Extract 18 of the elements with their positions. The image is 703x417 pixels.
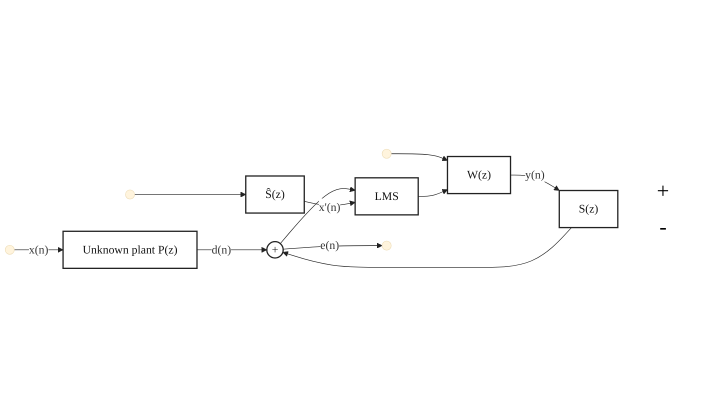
- sign-label: -: [659, 214, 667, 240]
- node-box: LMS: [354, 176, 419, 216]
- edge-label: x(n): [28, 242, 48, 256]
- sign-label: +: [656, 178, 670, 204]
- arrow: [280, 186, 356, 244]
- node-box: S(z): [558, 190, 618, 228]
- arrow: [390, 153, 448, 161]
- edge-label: e(n): [320, 238, 340, 252]
- arrow: [418, 188, 448, 196]
- arrow: [304, 200, 356, 206]
- edge-label: d(n): [212, 242, 232, 256]
- edge-label: x'(n): [318, 200, 340, 214]
- edge-label: y(n): [525, 168, 545, 181]
- node-box: Unknown plant P(z): [62, 230, 198, 269]
- node-circle: +: [266, 240, 284, 258]
- node-box: W(z): [446, 156, 512, 194]
- node-box: Ŝ(z): [245, 175, 305, 214]
- arrow: [134, 191, 246, 198]
